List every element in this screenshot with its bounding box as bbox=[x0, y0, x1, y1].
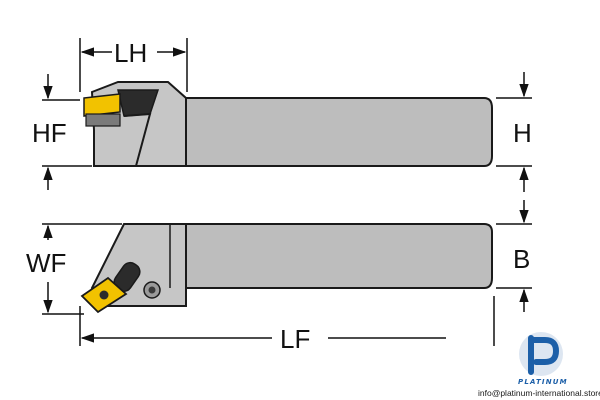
dimension-label-hf: HF bbox=[32, 118, 67, 148]
dimension-label-lf: LF bbox=[280, 324, 310, 354]
dimension-label-b: B bbox=[513, 244, 530, 274]
side-view-clamp-slot bbox=[123, 112, 152, 167]
side-view-shim bbox=[85, 113, 121, 127]
brand-name: PLATINUM bbox=[518, 378, 568, 386]
platinum-logo: PLATINUM bbox=[518, 332, 568, 386]
dimension-label-wf: WF bbox=[26, 248, 66, 278]
dimension-label-h: H bbox=[513, 118, 532, 148]
side-view-shank bbox=[185, 97, 493, 167]
dimensions bbox=[42, 38, 532, 346]
top-view bbox=[80, 223, 493, 314]
side-view bbox=[83, 81, 493, 167]
top-view-insert-hole bbox=[99, 290, 109, 300]
dimension-label-lh: LH bbox=[114, 38, 147, 68]
top-view-shank bbox=[169, 223, 493, 289]
contact-email: info@platinum-international.store bbox=[478, 388, 600, 398]
side-view-insert bbox=[83, 93, 121, 117]
logo-p-icon bbox=[528, 335, 560, 375]
top-view-screw-head bbox=[148, 286, 156, 294]
